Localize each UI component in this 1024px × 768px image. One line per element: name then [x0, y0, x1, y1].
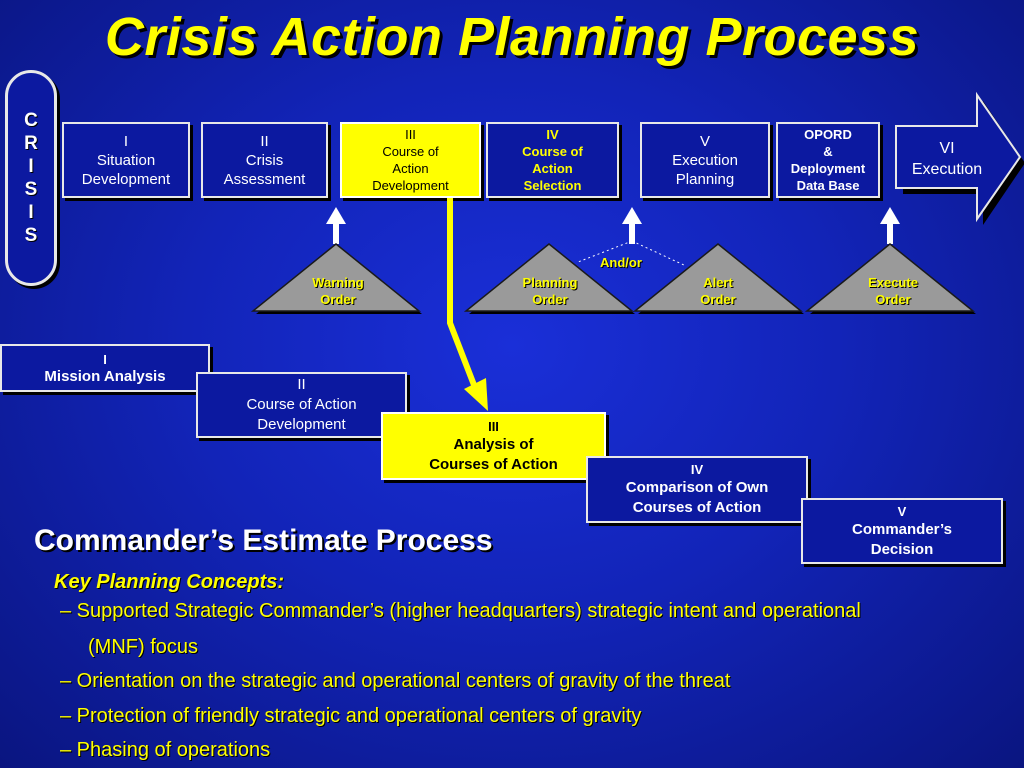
order-label-line: Execute: [868, 275, 918, 290]
planning-order-label: Planning Order: [508, 274, 592, 308]
up-arrow-icon: [880, 207, 900, 244]
phase-execution-planning: V Execution Planning: [640, 122, 770, 198]
warning-order-triangle: [250, 243, 422, 312]
key-concept-item: – Orientation on the strategic and opera…: [60, 670, 731, 692]
step-numeral: V: [897, 503, 907, 519]
up-arrow-icon: [326, 207, 346, 244]
step-label-line: Commander’s: [851, 520, 953, 538]
step-numeral: II: [297, 376, 306, 393]
phase-label-line: Crisis: [245, 151, 284, 169]
alert-order-label: Alert Order: [676, 274, 760, 308]
step-numeral: III: [488, 418, 499, 434]
step-label-line: Analysis of: [453, 435, 534, 453]
phase-numeral: I: [123, 132, 129, 150]
order-label-line: Order: [320, 292, 356, 307]
up-arrows: [326, 207, 900, 244]
step-label-line: Decision: [870, 540, 934, 558]
phase-label-line: Selection: [523, 178, 582, 193]
execute-order-label: Execute Order: [851, 274, 935, 308]
crisis-letter: I: [28, 156, 34, 177]
phase-crisis-assessment: II Crisis Assessment: [201, 122, 328, 198]
up-arrow-icon: [622, 207, 642, 244]
step-label-line: Courses of Action: [632, 499, 762, 516]
execution-arrow: [895, 91, 1024, 225]
phase-label-line: Assessment: [223, 170, 306, 188]
crisis-pill: C R I S I S: [5, 70, 57, 286]
phase-situation-development: I Situation Development: [62, 122, 190, 198]
step-label-line: Courses of Action: [429, 455, 558, 473]
crisis-letter: R: [24, 133, 38, 154]
execution-arrow-label: VI Execution: [896, 138, 998, 180]
phase-coa-development: III Course of Action Development: [340, 122, 481, 198]
execution-numeral: VI: [939, 140, 955, 157]
opord-line: &: [823, 144, 833, 159]
step-numeral: I: [103, 351, 107, 367]
crisis-letter: C: [24, 110, 38, 131]
phase-label-line: Development: [81, 170, 171, 188]
crisis-letter: I: [28, 202, 34, 223]
alert-order-triangle: [632, 243, 804, 312]
order-label-line: Planning: [522, 275, 578, 290]
key-concept-item: – Protection of friendly strategic and o…: [60, 705, 642, 727]
crisis-letter: S: [24, 225, 38, 246]
page-title: Crisis Action Planning Process: [104, 7, 920, 67]
opord-line: Data Base: [796, 178, 860, 193]
estimate-coa-development: II Course of Action Development: [196, 372, 407, 438]
section-heading: Commander’s Estimate Process: [34, 524, 493, 557]
estimate-commanders-decision: V Commander’s Decision: [801, 498, 1003, 564]
opord-deployment-database: OPORD & Deployment Data Base: [776, 122, 880, 198]
order-label-line: Order: [532, 292, 568, 307]
phase-label-line: Development: [372, 178, 449, 193]
phase-coa-selection: IV Course of Action Selection: [486, 122, 619, 198]
order-label-line: Order: [700, 292, 736, 307]
order-triangles: [250, 243, 976, 314]
order-label-line: Warning: [312, 275, 364, 290]
phase-numeral: V: [699, 132, 710, 150]
step-label-line: Development: [257, 416, 346, 433]
and-or-label: And/or: [600, 255, 642, 270]
step-numeral: IV: [690, 462, 704, 477]
step-label-line: Comparison of Own: [625, 479, 769, 496]
estimate-analysis-of-coa: III Analysis of Courses of Action: [381, 412, 606, 480]
phase-label-line: Course of: [522, 144, 583, 159]
order-label-line: Order: [875, 292, 911, 307]
opord-line: Deployment: [790, 161, 866, 176]
execution-label: Execution: [911, 161, 983, 178]
key-concept-item: – Supported Strategic Commander’s (highe…: [60, 600, 861, 622]
phase-numeral: II: [260, 132, 269, 150]
phase-label-line: Action: [532, 161, 573, 176]
execute-order-triangle: [804, 243, 976, 312]
order-label-line: Alert: [703, 275, 733, 290]
phase-label-line: Action: [392, 161, 429, 176]
estimate-comparison-of-coa: IV Comparison of Own Courses of Action: [586, 456, 808, 523]
step-label-line: Mission Analysis: [44, 367, 166, 385]
opord-line: OPORD: [804, 127, 852, 142]
step-label-line: Course of Action: [246, 396, 357, 413]
crisis-letter: S: [24, 179, 38, 200]
estimate-mission-analysis: I Mission Analysis: [0, 344, 210, 392]
warning-order-label: Warning Order: [296, 274, 380, 308]
phase-numeral: III: [405, 127, 416, 142]
key-concept-item-continued: (MNF) focus: [88, 636, 198, 658]
phase-label-line: Situation: [96, 151, 156, 169]
phase-label-line: Planning: [675, 170, 735, 188]
phase-numeral: IV: [546, 127, 559, 142]
key-concept-item: – Phasing of operations: [60, 739, 271, 761]
planning-order-triangle: [463, 243, 635, 312]
key-concepts-heading: Key Planning Concepts:: [54, 571, 285, 593]
yellow-connector-arrow: [447, 198, 488, 411]
phase-label-line: Execution: [672, 151, 738, 169]
phase-label-line: Course of: [382, 144, 439, 159]
